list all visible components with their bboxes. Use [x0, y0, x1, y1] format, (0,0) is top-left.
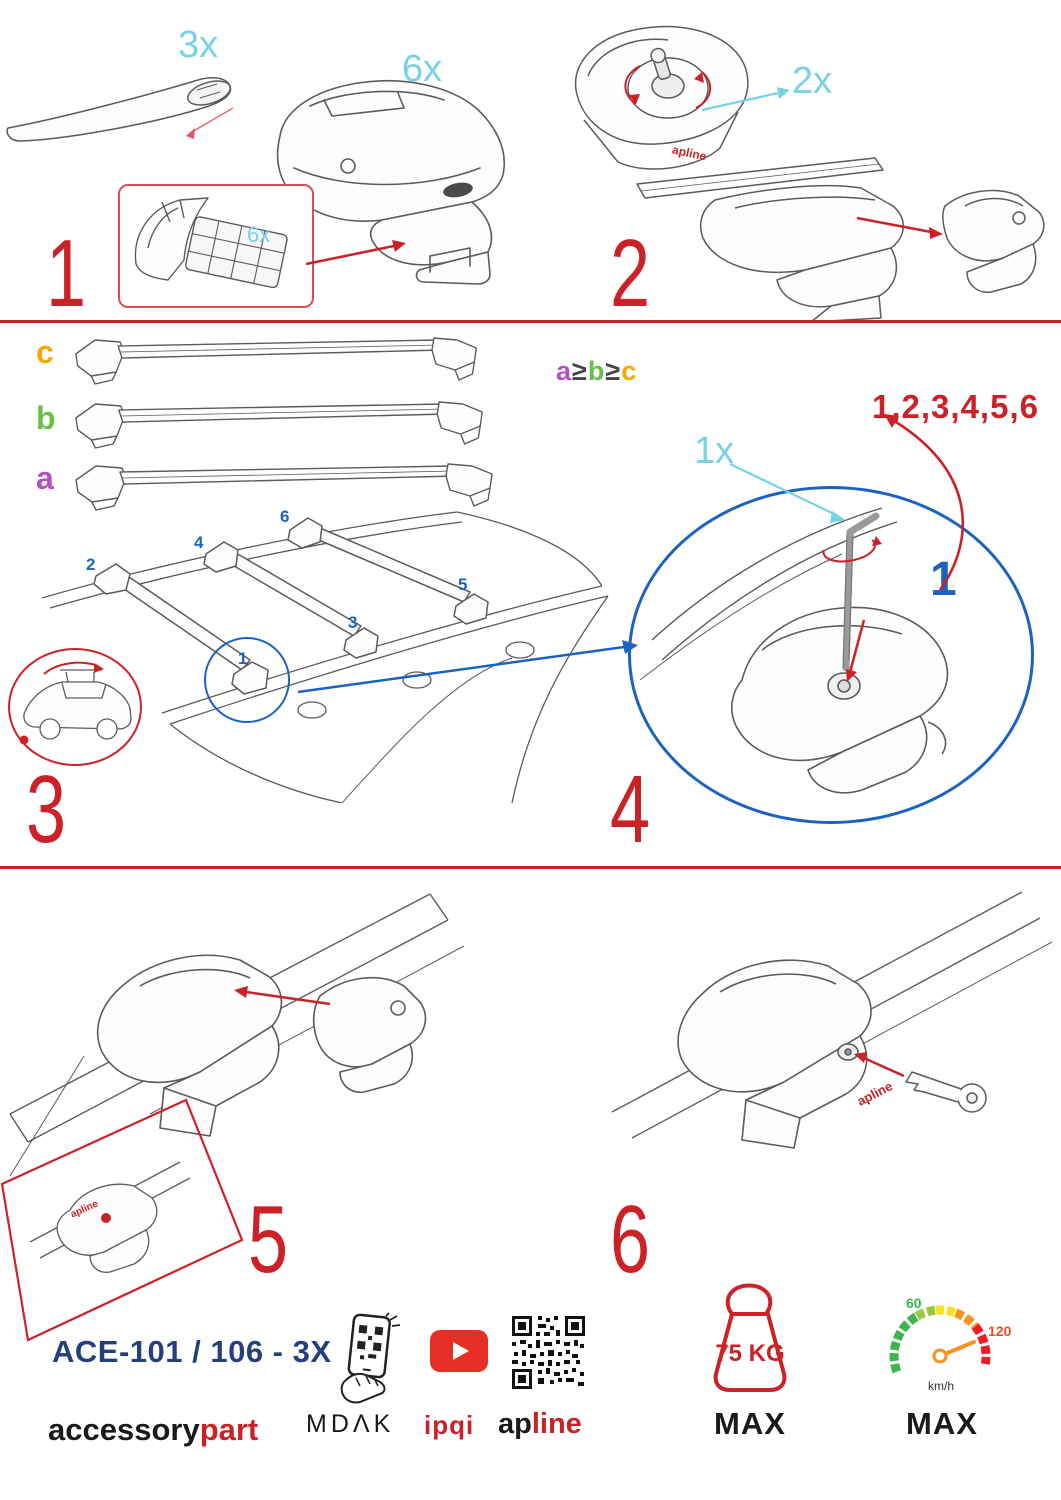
step-3-number: 3 [26, 756, 66, 863]
pad-qty-label: 6x [247, 222, 271, 247]
key-qty-callout-arrow [701, 87, 790, 112]
section-divider [0, 866, 1061, 869]
tightening-position-3: 3 [348, 613, 358, 632]
roof-overview-illustration [41, 511, 609, 803]
sequence-curve-arrow [884, 414, 965, 591]
tightening-position-5: 5 [458, 575, 468, 594]
step-6-number: 6 [610, 1186, 650, 1293]
key-qty-label: 2x [792, 60, 833, 102]
car-inset [8, 648, 142, 766]
mounted-clamp-inset [0, 1098, 244, 1342]
step-4-number: 4 [610, 756, 650, 863]
speed-max-label: 120 [988, 1323, 1012, 1339]
allen-key-illustration [639, 507, 949, 794]
max-load-weight-icon [713, 1283, 787, 1392]
clamp-detail-ellipse [628, 486, 1034, 824]
tightening-position-1: 1 [238, 649, 248, 668]
size-rule: a≥b≥c [556, 358, 637, 385]
size-c-label: c [36, 334, 54, 370]
tightening-position-2: 2 [86, 555, 96, 574]
detail-zoom-arrow [297, 640, 638, 694]
allen-key [842, 512, 880, 672]
max-weight-label: MAX [714, 1406, 786, 1441]
inset-to-clamp-arrow [305, 240, 406, 266]
size-rule-b: b [587, 356, 606, 386]
sequence-start-label: 1 [930, 553, 957, 606]
apline-logo: apline [498, 1410, 582, 1439]
apline-logo-black: ap [498, 1408, 532, 1440]
position-1-highlight-circle [204, 637, 290, 723]
bar-callout-arrow [191, 107, 234, 133]
speed-max-text: MAX [906, 1406, 978, 1441]
rubber-pad-illustration [134, 197, 288, 289]
speed-unit-label: km/h [928, 1379, 955, 1393]
size-rule-a: a [556, 356, 573, 386]
tightening-sequence-label: 1,2,3,4,5,6 [872, 388, 1039, 425]
key-turn-arrow [822, 539, 876, 563]
tightening-position-6: 6 [280, 507, 290, 526]
rail-clamp-illustration [9, 893, 465, 1177]
play-icon [453, 1342, 469, 1360]
section-divider [0, 320, 1061, 323]
crossbar-variant-c-illustration [75, 337, 477, 385]
brand-logo-black: accessory [48, 1412, 200, 1447]
crossbar-variant-a-illustration [75, 463, 493, 511]
lock-key [650, 47, 671, 80]
speedometer-icon [889, 1305, 991, 1374]
tool-qty-callout-arrow [729, 463, 846, 523]
tightening-position-4: 4 [194, 533, 204, 552]
size-rule-c: c [621, 356, 638, 386]
size-rule-ge1: ≥ [572, 356, 588, 386]
size-rule-ge2: ≥ [605, 356, 622, 386]
endcap-attach-arrow [856, 216, 932, 234]
step-1-number: 1 [46, 220, 86, 327]
apline-logo-red: line [531, 1408, 582, 1440]
brand-logo-red: part [199, 1412, 259, 1447]
clamp-foot-illustration [276, 80, 506, 285]
crossbar-variant-b-illustration [75, 401, 483, 449]
roof-direction-arrow [43, 661, 99, 675]
key-rotate-arrow [624, 65, 641, 105]
speed-min-label: 60 [906, 1295, 922, 1311]
size-b-label: b [36, 400, 56, 436]
brand-logo: accessorypart [48, 1414, 258, 1445]
step-5-number: 5 [248, 1186, 288, 1293]
tool-qty-label: 1x [694, 430, 735, 472]
size-a-label: a [36, 460, 54, 496]
car-illustration [19, 661, 132, 745]
crossbar-tube-illustration [6, 77, 234, 142]
endcap-assembly-illustration [636, 157, 1045, 323]
bolt-arrow [848, 619, 866, 673]
brand-badge [443, 182, 473, 198]
max-weight-value: 75 KG [715, 1340, 785, 1367]
model-number: ACE-101 / 106 - 3X [52, 1334, 332, 1369]
lock-foot-illustration [574, 25, 749, 170]
bar-qty-label: 3x [178, 24, 219, 66]
key-insert-arrow [863, 1056, 905, 1078]
qr-code-icon [512, 1316, 585, 1389]
key-lock-illustration [611, 891, 1053, 1149]
mdak-logo: MDΛK [306, 1410, 395, 1438]
phone-qr-scan-icon [340, 1312, 401, 1404]
key [905, 1071, 987, 1113]
rubber-pad-inset [118, 184, 314, 308]
slide-in-arrow [245, 990, 331, 1006]
step-2-number: 2 [610, 220, 650, 327]
ipqi-logo: ipqi [424, 1410, 475, 1440]
youtube-icon [430, 1330, 488, 1372]
